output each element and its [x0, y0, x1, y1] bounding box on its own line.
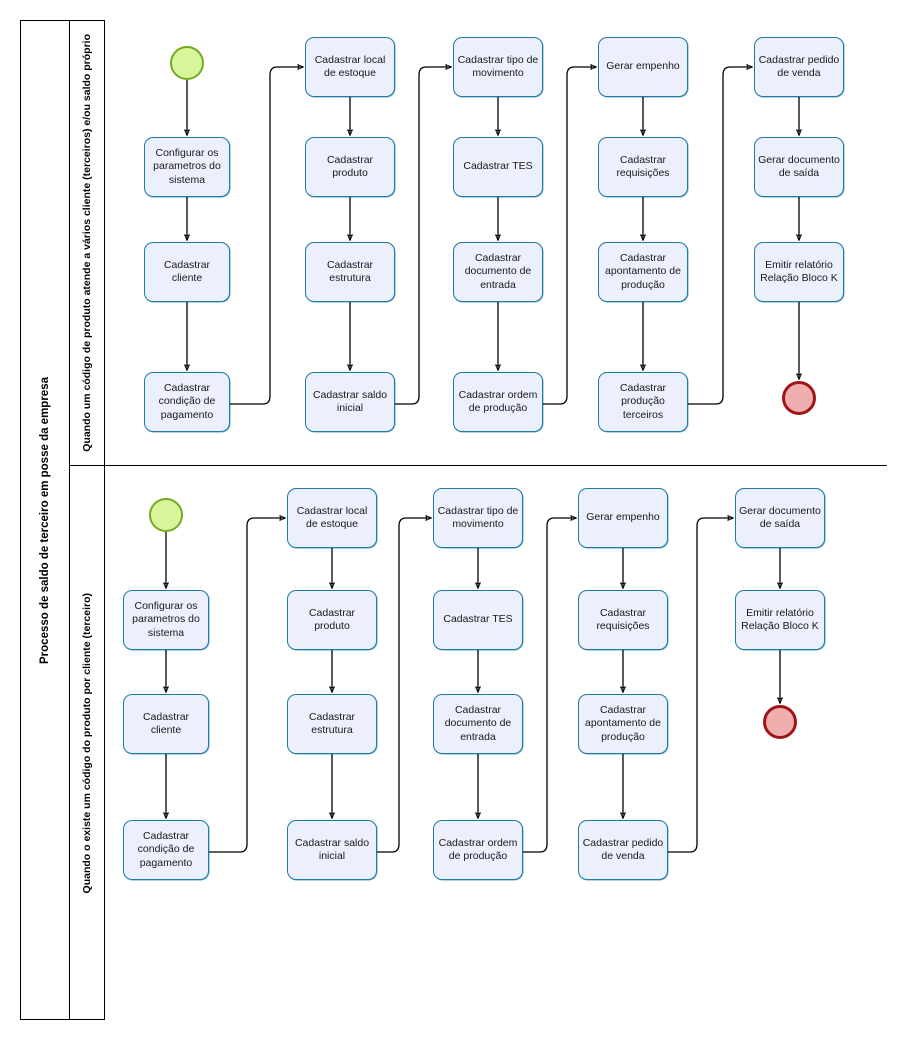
task-bottom-c3-r4[interactable]: Cadastrar ordem de produção — [433, 820, 523, 880]
task-label: Cadastrar estrutura — [308, 710, 356, 736]
task-top-c4-r3[interactable]: Cadastrar apontamento de produção — [598, 242, 688, 302]
task-label: Cadastrar estrutura — [326, 258, 374, 284]
task-label: Cadastrar cliente — [163, 258, 211, 284]
lane-separator — [70, 465, 887, 466]
task-label: Cadastrar condição de pagamento — [158, 381, 216, 421]
pool-title-label: Processo de saldo de terceiro em posse d… — [38, 376, 51, 664]
task-top-c5-r1[interactable]: Cadastrar pedido de venda — [754, 37, 844, 97]
task-top-c5-r3[interactable]: Emitir relatório Relação Bloco K — [754, 242, 844, 302]
task-bottom-c1-r3[interactable]: Cadastrar condição de pagamento — [123, 820, 209, 880]
task-top-c1-r1[interactable]: Configurar os parametros do sistema — [144, 137, 230, 197]
task-label: Cadastrar tipo de movimento — [457, 53, 539, 79]
task-bottom-c4-r2[interactable]: Cadastrar requisições — [578, 590, 668, 650]
task-bottom-c2-r3[interactable]: Cadastrar estrutura — [287, 694, 377, 754]
task-label: Gerar documento de saída — [739, 504, 821, 530]
lane-title-bottom: Quando o existe um código do produto por… — [70, 466, 105, 1020]
task-bottom-c3-r1[interactable]: Cadastrar tipo de movimento — [433, 488, 523, 548]
task-bottom-c2-r4[interactable]: Cadastrar saldo inicial — [287, 820, 377, 880]
task-label: Cadastrar TES — [463, 160, 533, 173]
task-label: Cadastrar apontamento de produção — [605, 251, 681, 291]
task-label: Emitir relatório Relação Bloco K — [741, 606, 819, 632]
task-label: Cadastrar condição de pagamento — [137, 829, 195, 869]
task-label: Cadastrar tipo de movimento — [437, 504, 519, 530]
lane-title-bottom-label: Quando o existe um código do produto por… — [81, 592, 93, 894]
task-bottom-c5-r2[interactable]: Emitir relatório Relação Bloco K — [735, 590, 825, 650]
task-label: Cadastrar saldo inicial — [312, 388, 388, 414]
task-label: Cadastrar local de estoque — [314, 53, 386, 79]
task-label: Cadastrar produto — [326, 153, 374, 179]
task-top-c5-r2[interactable]: Gerar documento de saída — [754, 137, 844, 197]
lane-title-top: Quando um código de produto atende a vár… — [70, 20, 105, 465]
task-top-c3-r1[interactable]: Cadastrar tipo de movimento — [453, 37, 543, 97]
start-event-top[interactable] — [170, 46, 204, 80]
task-top-c4-r1[interactable]: Gerar empenho — [598, 37, 688, 97]
task-label: Cadastrar requisições — [596, 606, 650, 632]
task-bottom-c5-r1[interactable]: Gerar documento de saída — [735, 488, 825, 548]
task-top-c1-r3[interactable]: Cadastrar condição de pagamento — [144, 372, 230, 432]
end-event-bottom[interactable] — [763, 705, 797, 739]
task-label: Cadastrar apontamento de produção — [585, 703, 661, 743]
task-top-c2-r1[interactable]: Cadastrar local de estoque — [305, 37, 395, 97]
task-label: Emitir relatório Relação Bloco K — [760, 258, 838, 284]
task-top-c4-r2[interactable]: Cadastrar requisições — [598, 137, 688, 197]
task-bottom-c1-r1[interactable]: Configurar os parametros do sistema — [123, 590, 209, 650]
task-label: Cadastrar local de estoque — [296, 504, 368, 530]
task-top-c3-r3[interactable]: Cadastrar documento de entrada — [453, 242, 543, 302]
task-bottom-c2-r1[interactable]: Cadastrar local de estoque — [287, 488, 377, 548]
end-event-top[interactable] — [782, 381, 816, 415]
task-bottom-c2-r2[interactable]: Cadastrar produto — [287, 590, 377, 650]
task-label: Cadastrar ordem de produção — [438, 836, 518, 862]
task-label: Cadastrar TES — [443, 613, 513, 626]
task-label: Cadastrar requisições — [616, 153, 670, 179]
task-label: Cadastrar saldo inicial — [294, 836, 370, 862]
task-bottom-c4-r1[interactable]: Gerar empenho — [578, 488, 668, 548]
task-label: Cadastrar pedido de venda — [582, 836, 664, 862]
task-bottom-c3-r2[interactable]: Cadastrar TES — [433, 590, 523, 650]
task-top-c3-r4[interactable]: Cadastrar ordem de produção — [453, 372, 543, 432]
pool-title: Processo de saldo de terceiro em posse d… — [20, 20, 70, 1020]
task-top-c4-r4[interactable]: Cadastrar produção terceiros — [598, 372, 688, 432]
task-label: Cadastrar pedido de venda — [758, 53, 840, 79]
start-event-bottom[interactable] — [149, 498, 183, 532]
task-label: Cadastrar produto — [308, 606, 356, 632]
task-bottom-c3-r3[interactable]: Cadastrar documento de entrada — [433, 694, 523, 754]
task-top-c2-r4[interactable]: Cadastrar saldo inicial — [305, 372, 395, 432]
task-bottom-c4-r4[interactable]: Cadastrar pedido de venda — [578, 820, 668, 880]
task-label: Gerar empenho — [586, 511, 660, 524]
task-label: Cadastrar cliente — [142, 710, 190, 736]
task-label: Cadastrar ordem de produção — [458, 388, 538, 414]
task-label: Configurar os parametros do sistema — [132, 599, 200, 639]
task-label: Cadastrar documento de entrada — [444, 703, 512, 743]
task-label: Cadastrar produção terceiros — [619, 381, 667, 421]
task-top-c3-r2[interactable]: Cadastrar TES — [453, 137, 543, 197]
lane-title-top-label: Quando um código de produto atende a vár… — [81, 33, 93, 452]
task-bottom-c1-r2[interactable]: Cadastrar cliente — [123, 694, 209, 754]
task-label: Gerar empenho — [606, 60, 680, 73]
task-top-c1-r2[interactable]: Cadastrar cliente — [144, 242, 230, 302]
task-label: Configurar os parametros do sistema — [153, 146, 221, 186]
task-label: Cadastrar documento de entrada — [464, 251, 532, 291]
task-label: Gerar documento de saída — [758, 153, 840, 179]
task-top-c2-r2[interactable]: Cadastrar produto — [305, 137, 395, 197]
task-top-c2-r3[interactable]: Cadastrar estrutura — [305, 242, 395, 302]
task-bottom-c4-r3[interactable]: Cadastrar apontamento de produção — [578, 694, 668, 754]
